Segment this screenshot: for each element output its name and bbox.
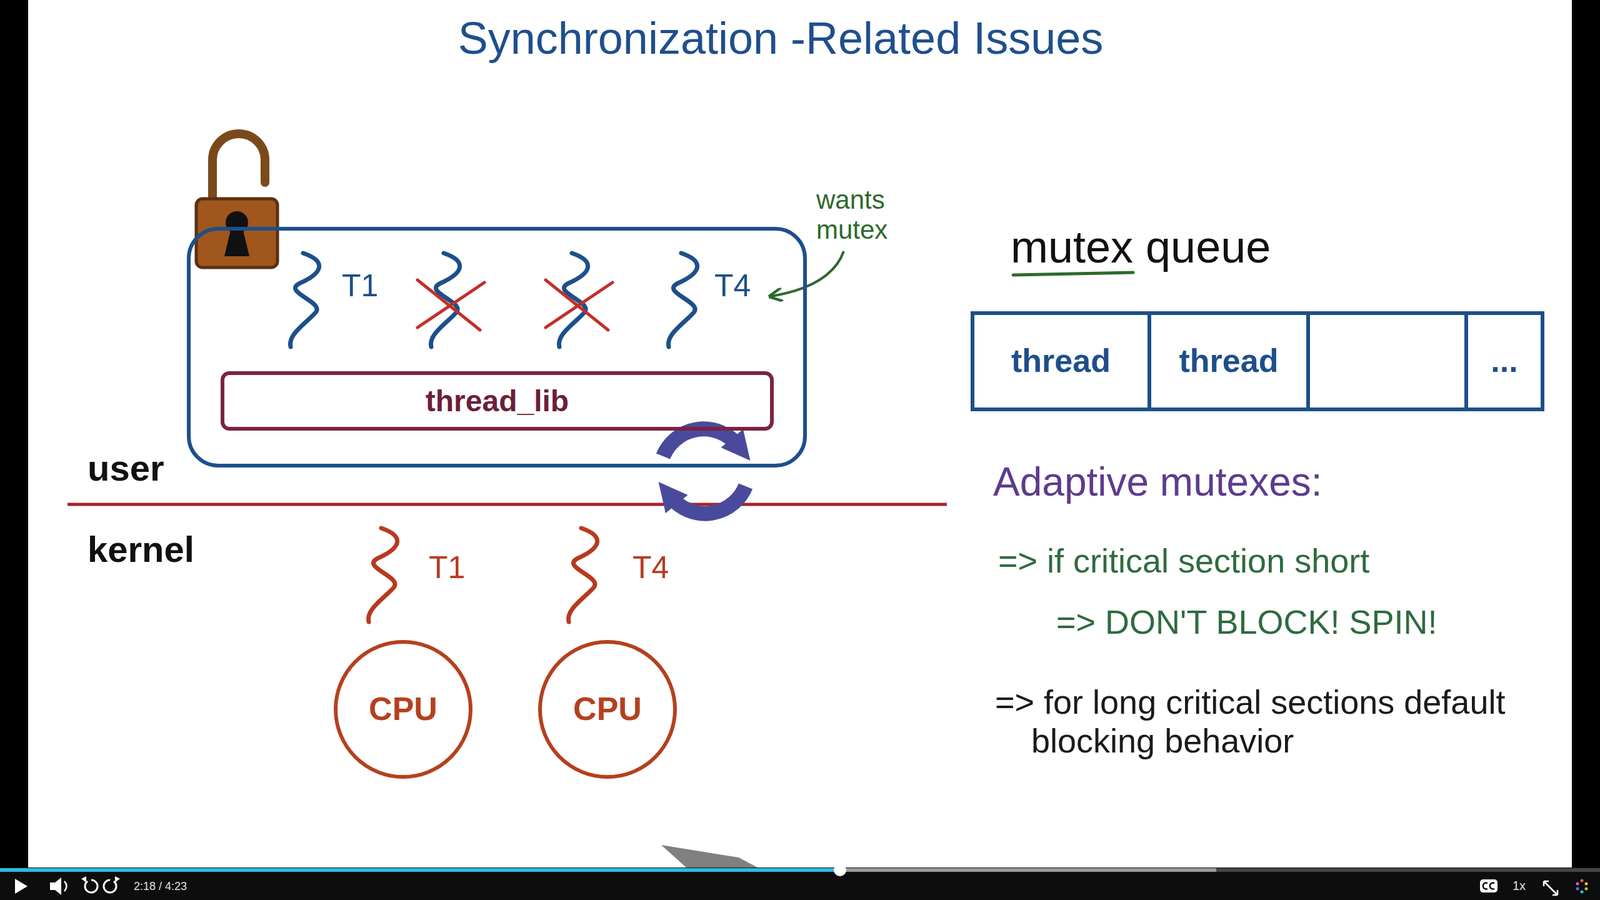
leader-arrow xyxy=(771,251,844,297)
library-box: thread_lib xyxy=(220,371,774,431)
volume-icon xyxy=(50,877,62,895)
note-line: => if critical section short xyxy=(998,541,1370,580)
slide-ground xyxy=(28,0,1572,868)
circular-arrows-icon xyxy=(663,428,746,514)
cpu-circle: CPU xyxy=(538,640,677,779)
progress-track xyxy=(0,868,1600,872)
thread-squiggle xyxy=(558,253,588,347)
cycle-arrow xyxy=(671,486,746,514)
player-ground xyxy=(0,867,1600,900)
note-heading: Adaptive mutexes: xyxy=(993,459,1323,506)
note-line: => for long critical sections default bl… xyxy=(995,682,1558,760)
padlock-shackle xyxy=(212,133,265,202)
note-line: => DON'T BLOCK! SPIN! xyxy=(1056,602,1438,642)
queue-heading: mutex queue xyxy=(1010,221,1271,274)
rewind-icon xyxy=(81,876,87,883)
progress-played xyxy=(0,868,840,872)
pen-cursor xyxy=(661,845,758,868)
decor-layer xyxy=(1013,272,1134,275)
forward-icon xyxy=(115,876,120,883)
captions-icon xyxy=(1483,882,1495,889)
kernel-thread-label: T4 xyxy=(632,550,669,587)
cpu-circle: CPU xyxy=(333,640,473,779)
forward-icon xyxy=(103,880,117,893)
captions-icon xyxy=(1480,879,1498,893)
cycle-arrow xyxy=(663,428,738,457)
fullscreen-icon xyxy=(1543,881,1558,895)
cell-text: thread xyxy=(1179,342,1279,380)
cell-text: thread xyxy=(1011,342,1111,380)
speed-display: 1x xyxy=(1512,878,1526,894)
cross-mark xyxy=(417,280,613,330)
kernel-thread-label: T1 xyxy=(428,550,465,587)
thread-squiggle xyxy=(290,253,319,347)
queue-cell: thread xyxy=(974,315,1152,408)
cpu-label: CPU xyxy=(573,690,642,729)
process-box: thread_lib T1 T4 xyxy=(186,226,807,468)
cell-text: ... xyxy=(1490,342,1518,380)
title: Synchronization -Related Issues xyxy=(458,12,1104,65)
player-bar xyxy=(0,863,1600,900)
thread-squiggle xyxy=(430,253,460,347)
spinner-icon xyxy=(1576,879,1589,894)
region-label: kernel xyxy=(87,528,195,571)
volume-icon xyxy=(64,881,67,892)
callout-note: wants mutex xyxy=(816,185,888,246)
thread-squiggle xyxy=(668,253,697,347)
rewind-icon xyxy=(85,880,98,893)
region-label: user xyxy=(87,447,165,490)
padlock-body xyxy=(196,198,278,268)
cpu-label: CPU xyxy=(368,690,438,729)
boundary-line xyxy=(67,503,947,507)
underline xyxy=(1013,272,1134,275)
time-display: 2:18 / 4:23 xyxy=(133,880,187,894)
progress-buffered xyxy=(0,868,1217,872)
padlock-icon xyxy=(196,133,278,268)
thread-label: T4 xyxy=(714,268,751,305)
queue-cell: ... xyxy=(1464,315,1541,408)
thread-label: T1 xyxy=(341,268,379,305)
library-name: thread_lib xyxy=(425,383,569,419)
queue-box: threadthread...mutex queue xyxy=(970,311,1545,412)
play-icon xyxy=(15,878,28,894)
queue-cell: thread xyxy=(1151,315,1310,408)
progress-handle xyxy=(833,863,847,877)
kernel-thread-squiggle xyxy=(368,528,397,622)
kernel-thread-squiggle xyxy=(568,528,597,622)
